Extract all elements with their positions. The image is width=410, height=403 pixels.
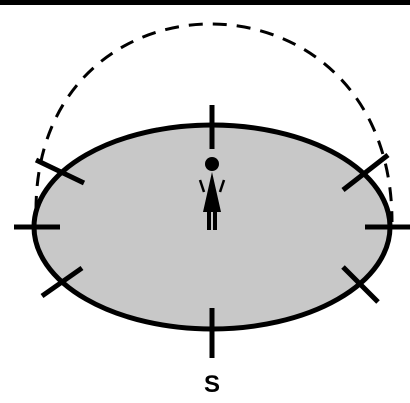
tick-northeast — [341, 153, 390, 192]
horizon-ticks — [14, 105, 410, 358]
top-border — [0, 0, 410, 5]
tick-southwest — [40, 265, 84, 299]
tick-southeast — [341, 265, 380, 304]
horizon-ellipse — [31, 122, 393, 332]
dome-arc — [34, 22, 394, 223]
tick-northwest — [34, 157, 86, 186]
woman-figure-icon — [198, 157, 226, 230]
south-label: S — [204, 371, 220, 398]
